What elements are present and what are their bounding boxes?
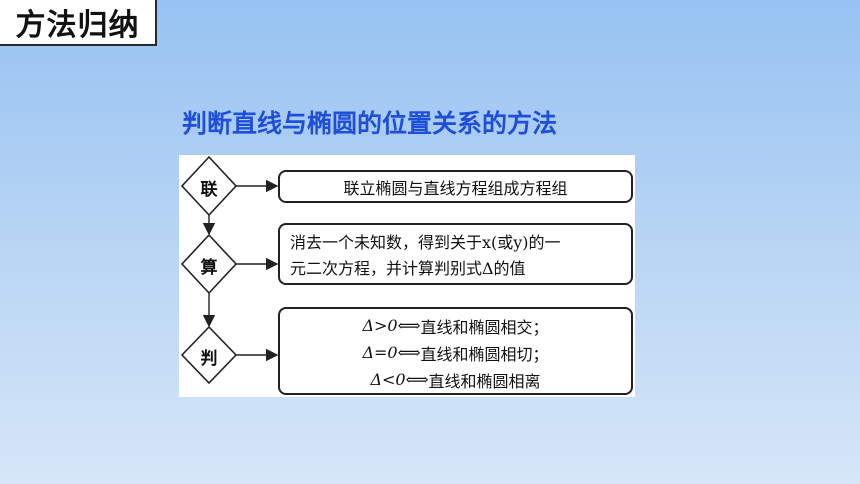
condition-expr: Δ>0 <box>362 316 398 335</box>
step-label-lian: 联 <box>200 180 218 200</box>
section-title: 方法归纳 <box>0 0 157 46</box>
step-text-lian: 联立椭圆与直线方程组成方程组 <box>343 178 568 198</box>
condition-expr: Δ=0 <box>362 343 398 362</box>
condition-row: Δ>0 ⟺ 直线和椭圆相交； <box>280 312 631 339</box>
condition-expr: Δ<0 <box>370 370 406 389</box>
flowchart-graphics <box>180 155 279 385</box>
condition-row: Δ=0 ⟺ 直线和椭圆相切； <box>280 339 631 366</box>
condition-result: 直线和椭圆相切； <box>420 344 549 364</box>
condition-result: 直线和椭圆相交； <box>420 317 549 337</box>
equivalence-icon: ⟺ <box>397 343 421 362</box>
page-heading: 判断直线与椭圆的位置关系的方法 <box>182 109 558 138</box>
step-text-suan-line2: 元二次方程，并计算判别式Δ的值 <box>290 259 526 278</box>
condition-result: 直线和椭圆相离 <box>428 371 541 391</box>
step-box-pan: Δ>0 ⟺ 直线和椭圆相交； Δ=0 ⟺ 直线和椭圆相切； Δ<0 ⟺ 直线和椭… <box>278 307 633 395</box>
diamond-pan <box>180 325 238 385</box>
flowchart: 联 算 判 联立椭圆与直线方程组成方程组 消去一个未知数，得到关于x(或y)的一… <box>179 155 635 397</box>
step-label-suan: 算 <box>200 258 218 278</box>
equivalence-icon: ⟺ <box>397 316 421 335</box>
step-box-lian: 联立椭圆与直线方程组成方程组 <box>278 170 633 203</box>
equivalence-icon: ⟺ <box>405 370 429 389</box>
step-box-suan: 消去一个未知数，得到关于x(或y)的一 元二次方程，并计算判别式Δ的值 <box>278 223 633 285</box>
condition-row: Δ<0 ⟺ 直线和椭圆相离 <box>280 366 631 393</box>
step-text-suan-line1: 消去一个未知数，得到关于x(或y)的一 <box>290 233 561 252</box>
step-label-pan: 判 <box>200 349 218 369</box>
